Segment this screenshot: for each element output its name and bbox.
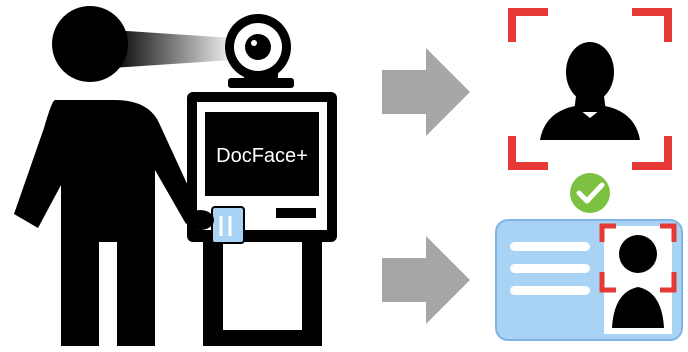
id-face-frame-corner [660, 223, 677, 242]
camera-scan-beam [112, 30, 232, 68]
face-capture [508, 8, 672, 170]
face-frame-corner [508, 8, 548, 42]
webcam-icon [225, 14, 294, 88]
face-head [566, 42, 614, 102]
face-frame-corner [632, 8, 672, 42]
kiosk-stand-left [203, 242, 223, 346]
id-photo-head [619, 235, 657, 273]
id-photo-shoulders [612, 287, 664, 328]
id-card-text-line [510, 264, 590, 273]
right-arrow-icon [382, 236, 470, 324]
id-card-text-line [510, 286, 590, 295]
dispensed-card-icon [211, 206, 245, 244]
kiosk-screen [205, 112, 319, 196]
face-shoulders [540, 106, 640, 140]
id-face-frame-corner [599, 223, 616, 242]
card-slot [276, 208, 316, 218]
face-neck [574, 96, 606, 112]
webcam-base [228, 78, 294, 88]
webcam-lens-glint [251, 40, 257, 46]
face-silhouette-icon [540, 42, 640, 140]
dispensed-card [211, 206, 245, 244]
check-mark [576, 182, 605, 204]
person-head [52, 6, 128, 82]
id-card-text-line [510, 242, 590, 251]
person-body [14, 100, 200, 346]
id-face-frame-corner [660, 272, 677, 293]
kiosk-stand-right [302, 242, 322, 346]
face-frame-corner [508, 136, 548, 170]
face-frame-corner [632, 136, 672, 170]
person-hand [186, 210, 214, 230]
kiosk: DocFace+ [186, 92, 337, 346]
checkmark-icon [570, 173, 610, 213]
id-photo-silhouette-icon [612, 235, 664, 328]
person-silhouette-icon [14, 6, 200, 346]
kiosk-base [203, 330, 322, 346]
webcam-lens [245, 34, 271, 60]
check-badge [570, 173, 610, 213]
right-arrow-icon [382, 48, 470, 136]
id-face-frame-corner [599, 272, 616, 293]
kiosk-screen-label: DocFace+ [216, 145, 308, 167]
id-card-icon [495, 219, 683, 341]
